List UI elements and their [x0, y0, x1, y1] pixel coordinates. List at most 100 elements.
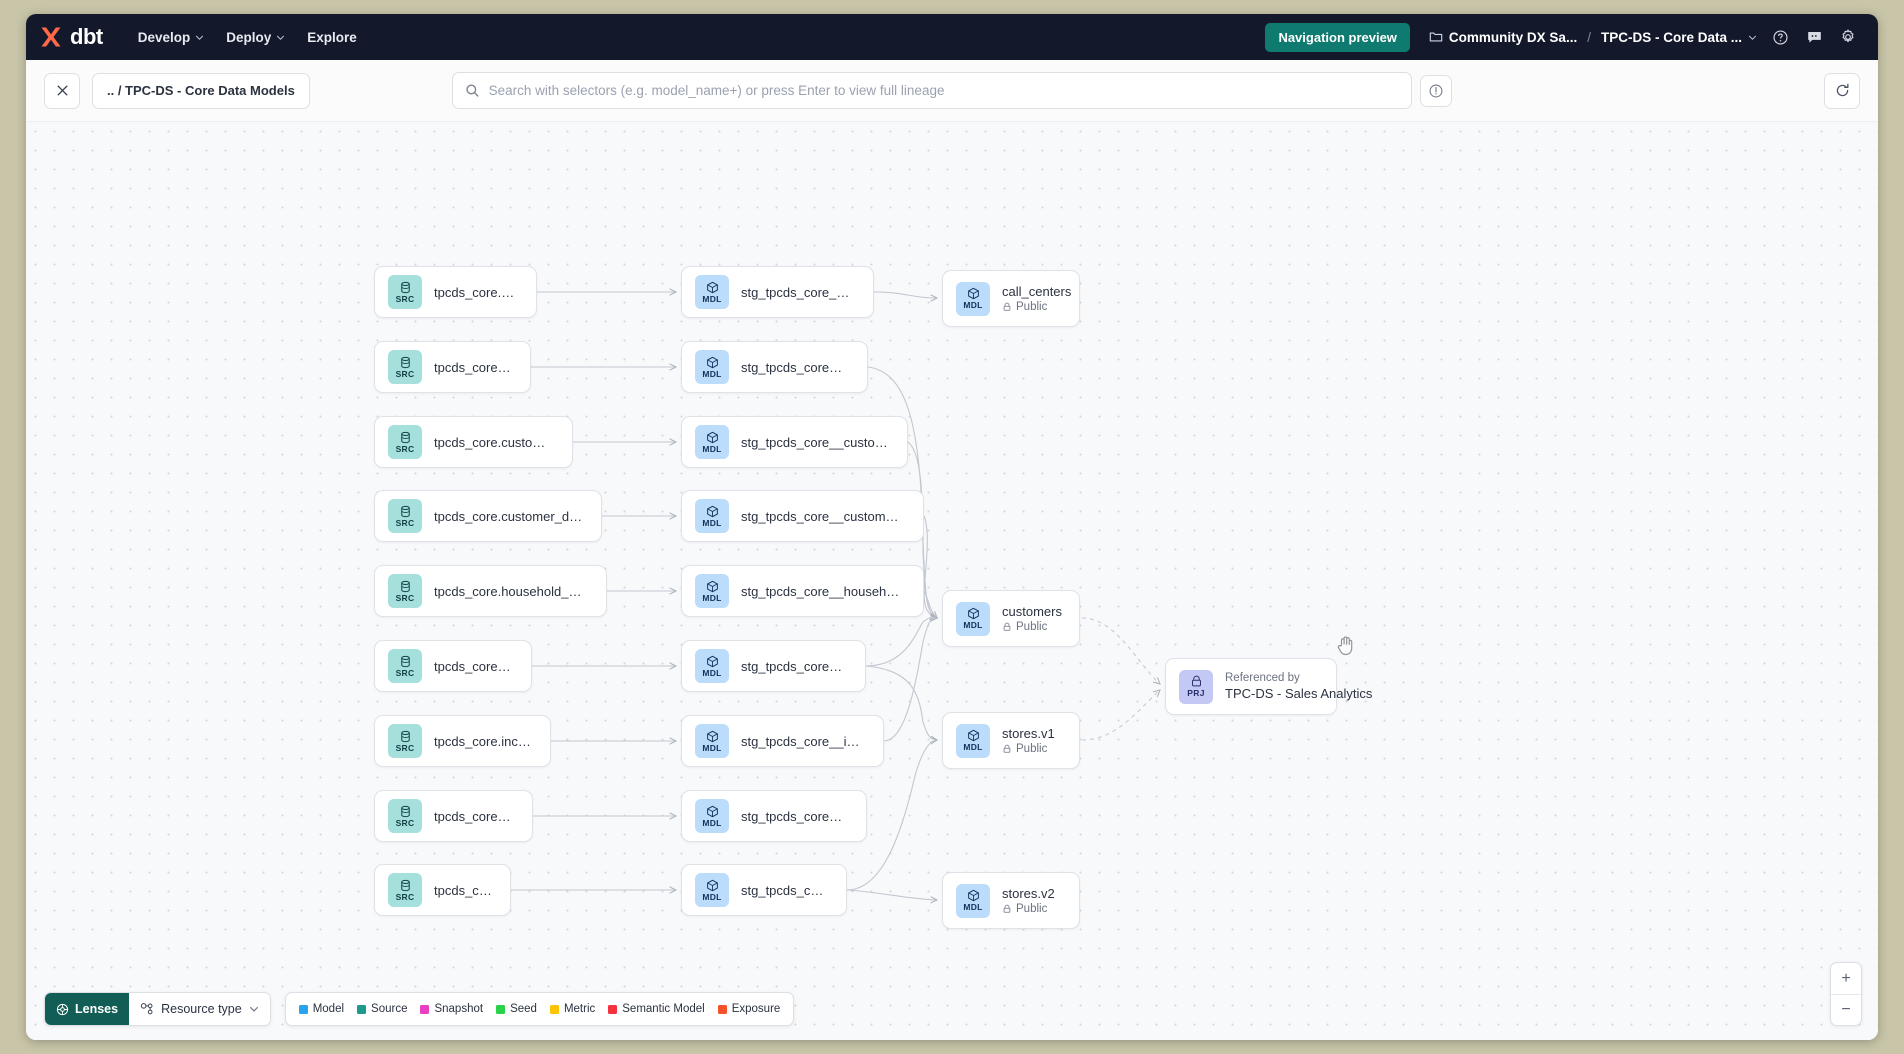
zoom-controls: + −	[1830, 962, 1862, 1026]
node-title: stg_tpcds_core__customer	[741, 359, 849, 375]
breadcrumb: Community DX Sa... / TPC-DS - Core Data …	[1426, 26, 1760, 49]
nav-item-deploy-label: Deploy	[226, 29, 272, 45]
brand-name: dbt	[70, 24, 103, 49]
chevron-down-icon	[1748, 35, 1757, 40]
legend-swatch	[608, 1004, 618, 1014]
mdl-badge: MDL	[695, 724, 729, 758]
breadcrumb-project-label: TPC-DS - Core Data ...	[1600, 29, 1742, 45]
search-area	[452, 72, 1452, 109]
node-title: stg_tpcds_core__household_demogr…	[741, 583, 905, 599]
zoom-out-button[interactable]: −	[1831, 994, 1861, 1025]
lenses-icon	[56, 1003, 69, 1015]
resource-type-icon	[140, 1003, 153, 1015]
lenses-label: Lenses	[75, 1002, 119, 1016]
resource-type-dropdown[interactable]: Resource type	[129, 993, 270, 1025]
dbt-x-icon	[41, 27, 61, 47]
dbt-logo[interactable]: dbt	[38, 24, 103, 50]
src-badge: SRC	[388, 873, 422, 907]
src-badge: SRC	[388, 275, 422, 309]
model-node[interactable]: MDLstg_tpcds_core__customer_demogra…	[681, 490, 924, 542]
refresh-icon	[1836, 83, 1848, 97]
feedback-icon[interactable]	[1800, 23, 1828, 51]
legend-item: Source	[357, 1003, 407, 1015]
node-title: call_centers	[1002, 284, 1072, 299]
mdl-badge: MDL	[956, 601, 990, 636]
help-circle-icon[interactable]	[1766, 23, 1794, 51]
lock-icon	[1003, 302, 1011, 311]
legend-label: Metric	[563, 1003, 596, 1015]
legend-swatch	[298, 1004, 308, 1014]
legend-label: Source	[371, 1003, 408, 1015]
breadcrumb-account-label: Community DX Sa...	[1448, 29, 1578, 45]
legend-label: Snapshot	[434, 1003, 484, 1015]
close-button[interactable]	[44, 72, 80, 109]
node-title: tpcds_core.income_band	[434, 733, 532, 749]
search-input[interactable]	[488, 83, 1399, 98]
breadcrumb-path-chip[interactable]: .. / TPC-DS - Core Data Models	[92, 72, 310, 109]
legend-swatch	[496, 1004, 506, 1014]
src-badge: SRC	[388, 350, 422, 384]
lenses-group: Lenses Resource type	[44, 992, 271, 1026]
node-title: tpcds_core.call_center	[434, 284, 518, 300]
node-kicker: Referenced by	[1225, 672, 1300, 684]
breadcrumb-account[interactable]: Community DX Sa...	[1426, 26, 1580, 49]
search-icon	[466, 84, 479, 97]
navigation-preview-button[interactable]: Navigation preview	[1265, 22, 1410, 52]
legend-label: Model	[312, 1003, 345, 1015]
access-label: Public	[1016, 621, 1048, 633]
model-node[interactable]: MDLstg_tpcds_core__household_demogr…	[681, 565, 924, 617]
close-icon	[56, 85, 68, 96]
lineage-canvas[interactable]: SRC tpcds_core.call_centerSRCtpcds_core.c…	[26, 122, 1878, 1040]
src-badge: SRC	[388, 425, 422, 459]
lenses-button[interactable]: Lenses	[45, 993, 130, 1025]
mdl-glyph-icon	[967, 729, 980, 742]
mdl-badge: MDL	[695, 275, 729, 309]
legend-item: Exposure	[717, 1003, 780, 1015]
top-navigation-bar: dbt Develop Deploy Explore Navigation pr…	[26, 14, 1878, 60]
gear-icon[interactable]	[1834, 23, 1862, 51]
node-title: TPC-DS - Sales Analytics	[1225, 686, 1373, 701]
info-icon[interactable]	[1420, 74, 1452, 107]
breadcrumb-separator: /	[1587, 29, 1591, 45]
nav-item-develop[interactable]: Develop	[127, 24, 216, 51]
node-title: customers	[1002, 604, 1062, 619]
node-title: tpcds_core.inventory	[434, 808, 514, 824]
node-title: stores.v1	[1002, 726, 1055, 741]
legend-item: Snapshot	[420, 1003, 483, 1015]
source-node[interactable]: SRC tpcds_core.call_center	[374, 266, 537, 318]
folder-icon	[1429, 32, 1443, 42]
dbt-explore-window: dbt Develop Deploy Explore Navigation pr…	[26, 14, 1878, 1040]
zoom-in-button[interactable]: +	[1841, 969, 1851, 987]
src-badge: SRC	[388, 574, 422, 608]
breadcrumb-project[interactable]: TPC-DS - Core Data ...	[1598, 26, 1760, 49]
nav-item-explore[interactable]: Explore	[296, 24, 368, 51]
mdl-badge: MDL	[695, 425, 729, 459]
chevron-down-icon	[249, 1007, 258, 1012]
search-box[interactable]	[452, 72, 1412, 109]
mdl-badge: MDL	[695, 499, 729, 533]
refresh-button[interactable]	[1824, 72, 1860, 109]
nav-item-deploy[interactable]: Deploy	[215, 24, 296, 51]
access-label: Public	[1016, 301, 1048, 313]
